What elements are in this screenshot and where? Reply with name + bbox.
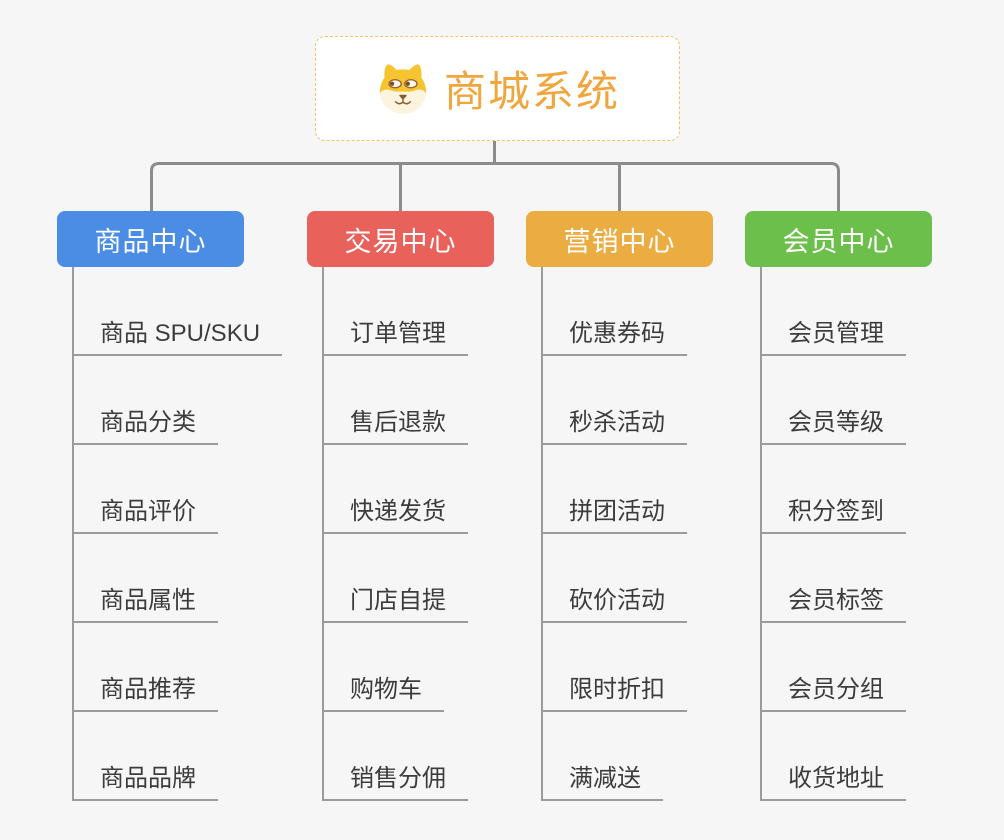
children-list: 订单管理 售后退款 快递发货 门店自提 购物车 销售分佣	[322, 267, 494, 801]
child-topic-row: 会员标签	[760, 534, 932, 623]
child-topic[interactable]: 拼团活动	[543, 498, 687, 534]
branch-label: 营销中心	[563, 226, 676, 257]
branch-label: 交易中心	[344, 226, 457, 257]
child-topic-row: 收货地址	[760, 712, 932, 801]
child-topic[interactable]: 门店自提	[324, 587, 468, 623]
child-topic[interactable]: 商品属性	[74, 587, 218, 623]
child-topic[interactable]: 积分签到	[762, 498, 906, 534]
child-topic[interactable]: 收货地址	[762, 765, 906, 801]
child-topic[interactable]: 购物车	[324, 676, 444, 712]
branch-member-center: 会员中心 会员管理 会员等级 积分签到 会员标签 会员分组 收货地址	[745, 211, 932, 801]
child-topic[interactable]: 会员管理	[762, 320, 906, 356]
children-list: 会员管理 会员等级 积分签到 会员标签 会员分组 收货地址	[760, 267, 932, 801]
child-topic[interactable]: 秒杀活动	[543, 409, 687, 445]
branch-marketing-center: 营销中心 优惠券码 秒杀活动 拼团活动 砍价活动 限时折扣 满减送	[526, 211, 713, 801]
child-topic-row: 限时折扣	[541, 623, 713, 712]
child-topic[interactable]: 快递发货	[324, 498, 468, 534]
child-topic[interactable]: 商品评价	[74, 498, 218, 534]
child-topic[interactable]: 会员分组	[762, 676, 906, 712]
child-topic-row: 购物车	[322, 623, 494, 712]
child-topic-row: 秒杀活动	[541, 356, 713, 445]
child-topic[interactable]: 商品推荐	[74, 676, 218, 712]
child-topic-row: 快递发货	[322, 445, 494, 534]
root-title: 商城系统	[443, 68, 620, 115]
branch-node-product-center[interactable]: 商品中心	[57, 211, 244, 267]
branch-trade-center: 交易中心 订单管理 售后退款 快递发货 门店自提 购物车 销售分佣	[307, 211, 494, 801]
child-topic-row: 订单管理	[322, 267, 494, 356]
branch-node-member-center[interactable]: 会员中心	[745, 211, 932, 267]
child-topic-row: 满减送	[541, 712, 713, 801]
child-topic[interactable]: 砍价活动	[543, 587, 687, 623]
child-topic-row: 拼团活动	[541, 445, 713, 534]
child-topic[interactable]: 销售分佣	[324, 765, 468, 801]
child-topic-row: 商品 SPU/SKU	[72, 267, 283, 356]
child-topic-row: 会员分组	[760, 623, 932, 712]
children-list: 商品 SPU/SKU 商品分类 商品评价 商品属性 商品推荐 商品品牌	[72, 267, 283, 801]
child-topic[interactable]: 会员等级	[762, 409, 906, 445]
child-topic-row: 门店自提	[322, 534, 494, 623]
child-topic[interactable]: 商品分类	[74, 409, 218, 445]
child-topic[interactable]: 满减送	[543, 765, 663, 801]
child-topic-row: 积分签到	[760, 445, 932, 534]
children-list: 优惠券码 秒杀活动 拼团活动 砍价活动 限时折扣 满减送	[541, 267, 713, 801]
child-topic[interactable]: 会员标签	[762, 587, 906, 623]
child-topic-row: 销售分佣	[322, 712, 494, 801]
child-topic[interactable]: 订单管理	[324, 320, 468, 356]
child-topic-row: 商品评价	[72, 445, 282, 534]
child-topic[interactable]: 商品品牌	[74, 765, 218, 801]
child-topic-row: 售后退款	[322, 356, 494, 445]
child-topic[interactable]: 限时折扣	[543, 676, 687, 712]
child-topic-row: 会员管理	[760, 267, 932, 356]
branch-label: 商品中心	[94, 226, 207, 257]
child-topic-row: 商品属性	[72, 534, 282, 623]
branch-node-trade-center[interactable]: 交易中心	[307, 211, 494, 267]
child-topic-row: 会员等级	[760, 356, 932, 445]
child-topic[interactable]: 商品 SPU/SKU	[74, 320, 283, 356]
branch-label: 会员中心	[782, 226, 895, 257]
branch-node-marketing-center[interactable]: 营销中心	[526, 211, 713, 267]
child-topic-row: 商品推荐	[72, 623, 282, 712]
child-topic[interactable]: 售后退款	[324, 409, 468, 445]
child-topic-row: 商品品牌	[72, 712, 282, 801]
dog-face-icon	[379, 63, 427, 114]
root-node[interactable]: 商城系统	[315, 36, 680, 141]
branch-product-center: 商品中心 商品 SPU/SKU 商品分类 商品评价 商品属性 商品推荐 商品品牌	[57, 211, 283, 801]
child-topic[interactable]: 优惠券码	[543, 320, 687, 356]
child-topic-row: 商品分类	[72, 356, 282, 445]
child-topic-row: 砍价活动	[541, 534, 713, 623]
child-topic-row: 优惠券码	[541, 267, 713, 356]
